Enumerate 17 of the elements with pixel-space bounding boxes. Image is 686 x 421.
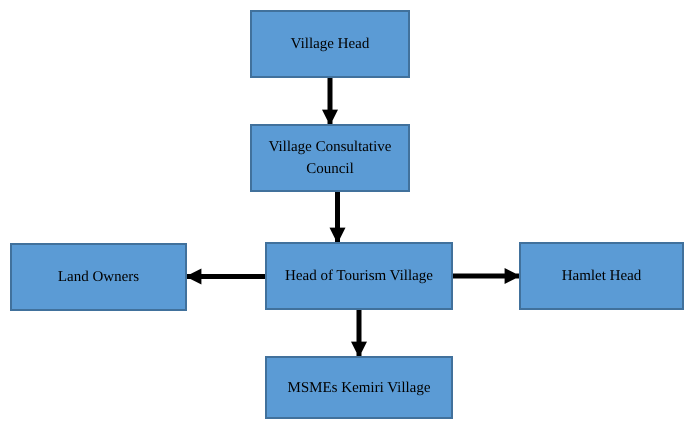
arrow <box>322 78 338 126</box>
process-box <box>250 124 410 192</box>
arrow <box>453 268 521 284</box>
box-label: Head of Tourism Village <box>285 267 433 286</box>
arrow <box>351 310 367 358</box>
box-label: Hamlet Head <box>562 267 642 286</box>
box-label: Village Consultative Council <box>268 138 392 179</box>
box-label: Land Owners <box>58 268 140 287</box>
process-box <box>519 242 684 310</box>
process-box <box>265 242 453 310</box>
process-box <box>265 356 453 419</box>
arrow <box>185 268 265 284</box>
process-box <box>250 10 410 78</box>
process-box <box>10 243 187 311</box>
box-label: MSMEs Kemiri Village <box>288 378 430 398</box>
box-label: Village Head <box>290 35 370 54</box>
arrow <box>330 192 346 244</box>
